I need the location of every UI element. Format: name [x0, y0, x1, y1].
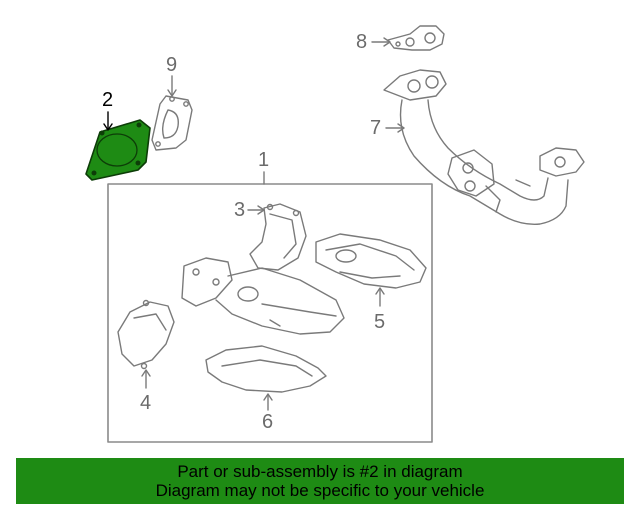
parts-diagram	[85, 25, 585, 443]
callout-9: 9	[166, 54, 178, 76]
part-7-exhaust-pipe[interactable]	[383, 69, 585, 225]
part-2-gasket[interactable]	[85, 119, 151, 181]
callout-6: 6	[262, 411, 274, 433]
callout-4: 4	[140, 392, 152, 414]
part-5-converter[interactable]	[315, 233, 427, 289]
callout-8: 8	[356, 31, 368, 53]
callout-2[interactable]: 2	[102, 89, 114, 111]
part-3-heat-shield[interactable]	[249, 203, 307, 271]
part-4-heat-shield[interactable]	[117, 299, 175, 370]
callout-5: 5	[374, 311, 386, 333]
info-banner: Part or sub-assembly is #2 in diagram Di…	[16, 458, 624, 504]
callout-7: 7	[370, 117, 382, 139]
banner-line-2: Diagram may not be specific to your vehi…	[155, 481, 485, 500]
callout-1: 1	[258, 149, 270, 171]
part-9-gasket[interactable]	[151, 95, 193, 151]
assembly-box	[107, 183, 433, 443]
callout-3: 3	[234, 199, 246, 221]
part-8-gasket[interactable]	[387, 25, 445, 51]
banner-line-1: Part or sub-assembly is #2 in diagram	[177, 462, 463, 481]
part-6-heat-shield[interactable]	[205, 345, 327, 393]
main-manifold[interactable]	[181, 257, 345, 335]
